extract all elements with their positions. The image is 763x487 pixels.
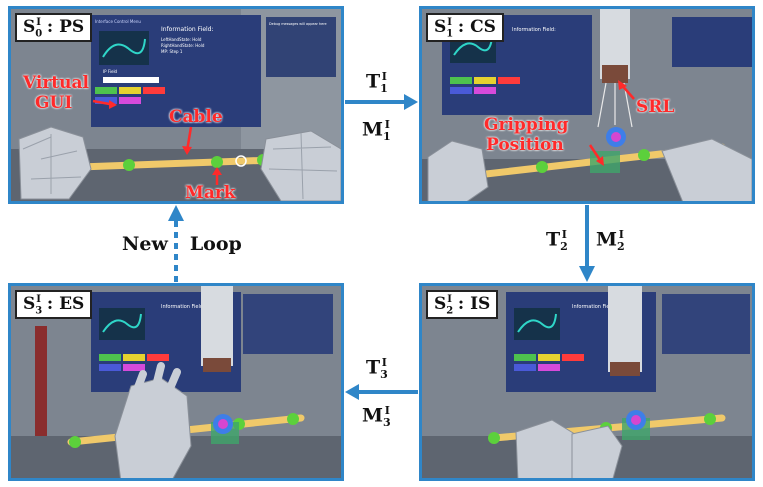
annotation-position: Position xyxy=(486,135,564,155)
debug-log-window xyxy=(672,17,752,67)
annotation-virtual: Virtual xyxy=(23,73,89,93)
gui-info-title: Information Field: xyxy=(161,26,214,33)
label-t3: T3I xyxy=(366,356,388,382)
gui-info-title: Information Field: xyxy=(512,27,556,33)
srl-arm xyxy=(608,286,642,372)
state-label-cs: S1I : CS xyxy=(426,13,504,43)
annotation-cable: Cable xyxy=(169,107,223,127)
annotation-gui: GUI xyxy=(35,93,73,113)
panel-ps-scene: Interface Control Menu Information Field… xyxy=(11,9,341,201)
left-hand xyxy=(18,126,92,200)
debug-log-window xyxy=(266,17,336,77)
cable-node xyxy=(123,159,135,171)
gui-info-title: Information Field: xyxy=(161,304,205,310)
state-label-is: S2I : IS xyxy=(426,290,499,320)
gui-menu-title: Interface Control Menu xyxy=(95,19,141,24)
label-m1: M1I xyxy=(362,118,391,144)
gui-button-3[interactable] xyxy=(143,87,165,94)
gui-info-title: Information Field: xyxy=(572,304,616,310)
panel-is: Information Field: S2I : IS xyxy=(419,283,755,481)
debug-log-title: Debug messages will appear here xyxy=(269,22,327,26)
gui-ip-input[interactable] xyxy=(103,77,159,83)
gui-button-5[interactable] xyxy=(119,97,141,104)
gui-button-4[interactable] xyxy=(95,97,117,104)
panel-ps: Interface Control Menu Information Field… xyxy=(8,6,344,204)
debug-log-window xyxy=(243,294,333,354)
gui-field-label: IP Field xyxy=(103,69,118,74)
gui-info-line2: RightHandState: Hold xyxy=(161,43,205,48)
label-m2: M2I xyxy=(596,228,625,254)
label-t2: T2I xyxy=(546,228,568,254)
panel-cs: Information Field: S1I : CS SRL Gripping… xyxy=(419,6,755,204)
gui-info-line3: MP: Step 1 xyxy=(161,49,183,54)
annotation-gripping: Gripping xyxy=(484,115,569,135)
mark-node xyxy=(211,156,223,168)
annotation-srl: SRL xyxy=(636,97,675,117)
gripping-block xyxy=(590,151,620,173)
state-label-ps: S0I : PS xyxy=(15,13,93,43)
label-t1: T1I xyxy=(366,70,388,96)
panel-es: Information Field: S3I : ES xyxy=(8,283,344,481)
right-hand xyxy=(114,377,192,478)
gui-info-line1: LeftHandState: Hold xyxy=(161,37,202,42)
debug-log-window xyxy=(662,294,750,354)
right-hand xyxy=(571,425,623,478)
annotation-mark: Mark xyxy=(185,183,236,203)
label-m3: M3I xyxy=(362,404,391,430)
srl-arm xyxy=(201,286,233,366)
state-label-es: S3I : ES xyxy=(15,290,93,320)
gui-button-2[interactable] xyxy=(119,87,141,94)
gui-button-1[interactable] xyxy=(95,87,117,94)
